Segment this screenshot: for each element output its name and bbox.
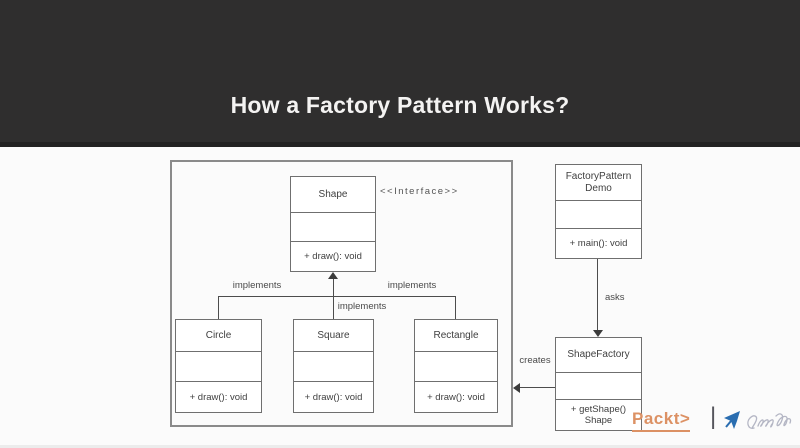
implements-label-left: implements [232,280,282,291]
implements-label-right: implements [387,280,437,291]
realization-arrowhead [328,272,338,279]
asks-label: asks [605,292,625,303]
class-box-factory-pattern-demo: FactoryPattern Demo + main(): void [555,164,642,259]
asks-arrowhead [593,330,603,337]
class-method-shape: + draw(): void [304,251,362,262]
footer-divider: | [710,403,717,430]
class-name-shape-factory: ShapeFactory [556,338,641,373]
class-name-rectangle: Rectangle [415,320,497,352]
creates-arrowhead [513,383,520,393]
implements-label-center: implements [337,301,387,312]
class-method-factory-pattern-demo: + main(): void [569,238,628,249]
class-method-shape-factory: + getShape() Shape [570,404,627,426]
class-name-square: Square [294,320,373,352]
signature-scribble-icon [744,410,796,441]
slide-bottom-edge [0,445,800,448]
implements-line-square [333,279,334,319]
class-name-factory-pattern-demo: FactoryPattern Demo [556,165,641,201]
class-box-rectangle: Rectangle + draw(): void [414,319,498,413]
implements-line-circle [218,296,219,319]
class-method-circle: + draw(): void [189,391,248,403]
class-box-shape: Shape + draw(): void [290,176,376,272]
class-name-circle: Circle [176,320,261,352]
creates-line [520,387,555,388]
cursor-icon [722,409,742,436]
attributes-compartment [556,201,641,229]
attributes-compartment [415,352,497,382]
class-method-rectangle: + draw(): void [427,391,485,403]
asks-line [597,259,598,330]
slide-title: How a Factory Pattern Works? [230,92,570,118]
attributes-compartment [556,373,641,400]
creates-label: creates [519,355,551,366]
class-method-square: + draw(): void [304,391,363,403]
class-box-square: Square + draw(): void [293,319,374,413]
slide-header: How a Factory Pattern Works? [0,0,800,147]
packt-logo: Packt> [632,409,691,432]
diagram-container-box [170,160,513,427]
implements-line-rectangle [455,296,456,319]
attributes-compartment [176,352,261,382]
class-box-circle: Circle + draw(): void [175,319,262,413]
attributes-compartment [294,352,373,382]
interface-stereotype-label: <<Interface>> [380,186,459,197]
implements-line-horizontal [218,296,456,297]
class-name-shape: Shape [291,177,375,213]
class-box-shape-factory: ShapeFactory + getShape() Shape [555,337,642,431]
attributes-compartment [291,213,375,242]
